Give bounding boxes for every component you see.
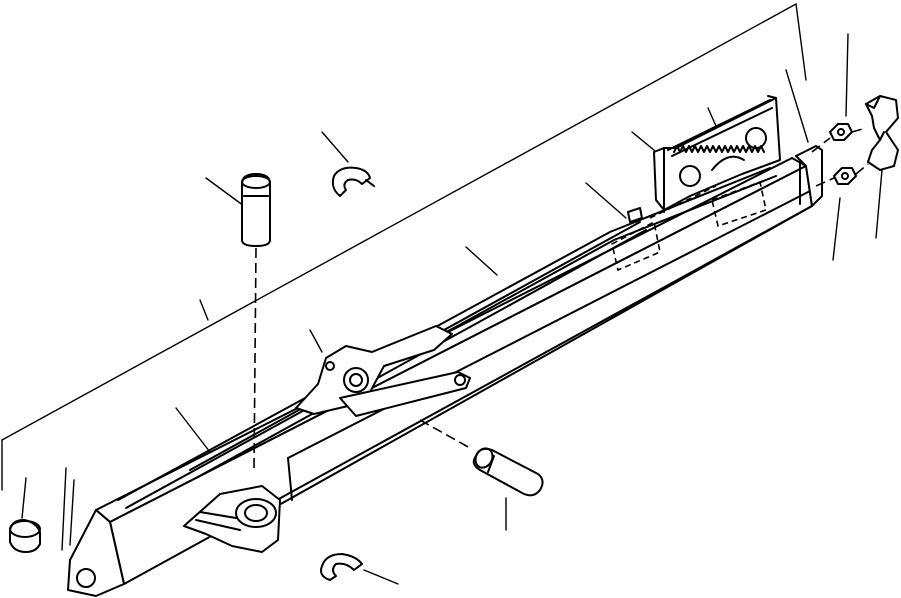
lever-icon (295, 325, 471, 417)
leader-lines (1, 2, 883, 585)
rack-bracket-icon (653, 95, 781, 213)
lug-icon (627, 207, 643, 223)
snap-ring-icon (331, 166, 375, 197)
clamp-icon (865, 95, 899, 171)
snap-ring-icon (320, 553, 363, 581)
alignment-lines (811, 127, 869, 187)
hidden-outline (611, 180, 767, 272)
washer-icon (829, 123, 853, 141)
washer-icon (833, 167, 857, 185)
pin-icon (241, 173, 271, 471)
pivot-bracket-icon (183, 485, 281, 553)
boom-arm-icon (67, 145, 823, 597)
bushing-icon (9, 519, 41, 553)
pin-icon (419, 419, 544, 497)
